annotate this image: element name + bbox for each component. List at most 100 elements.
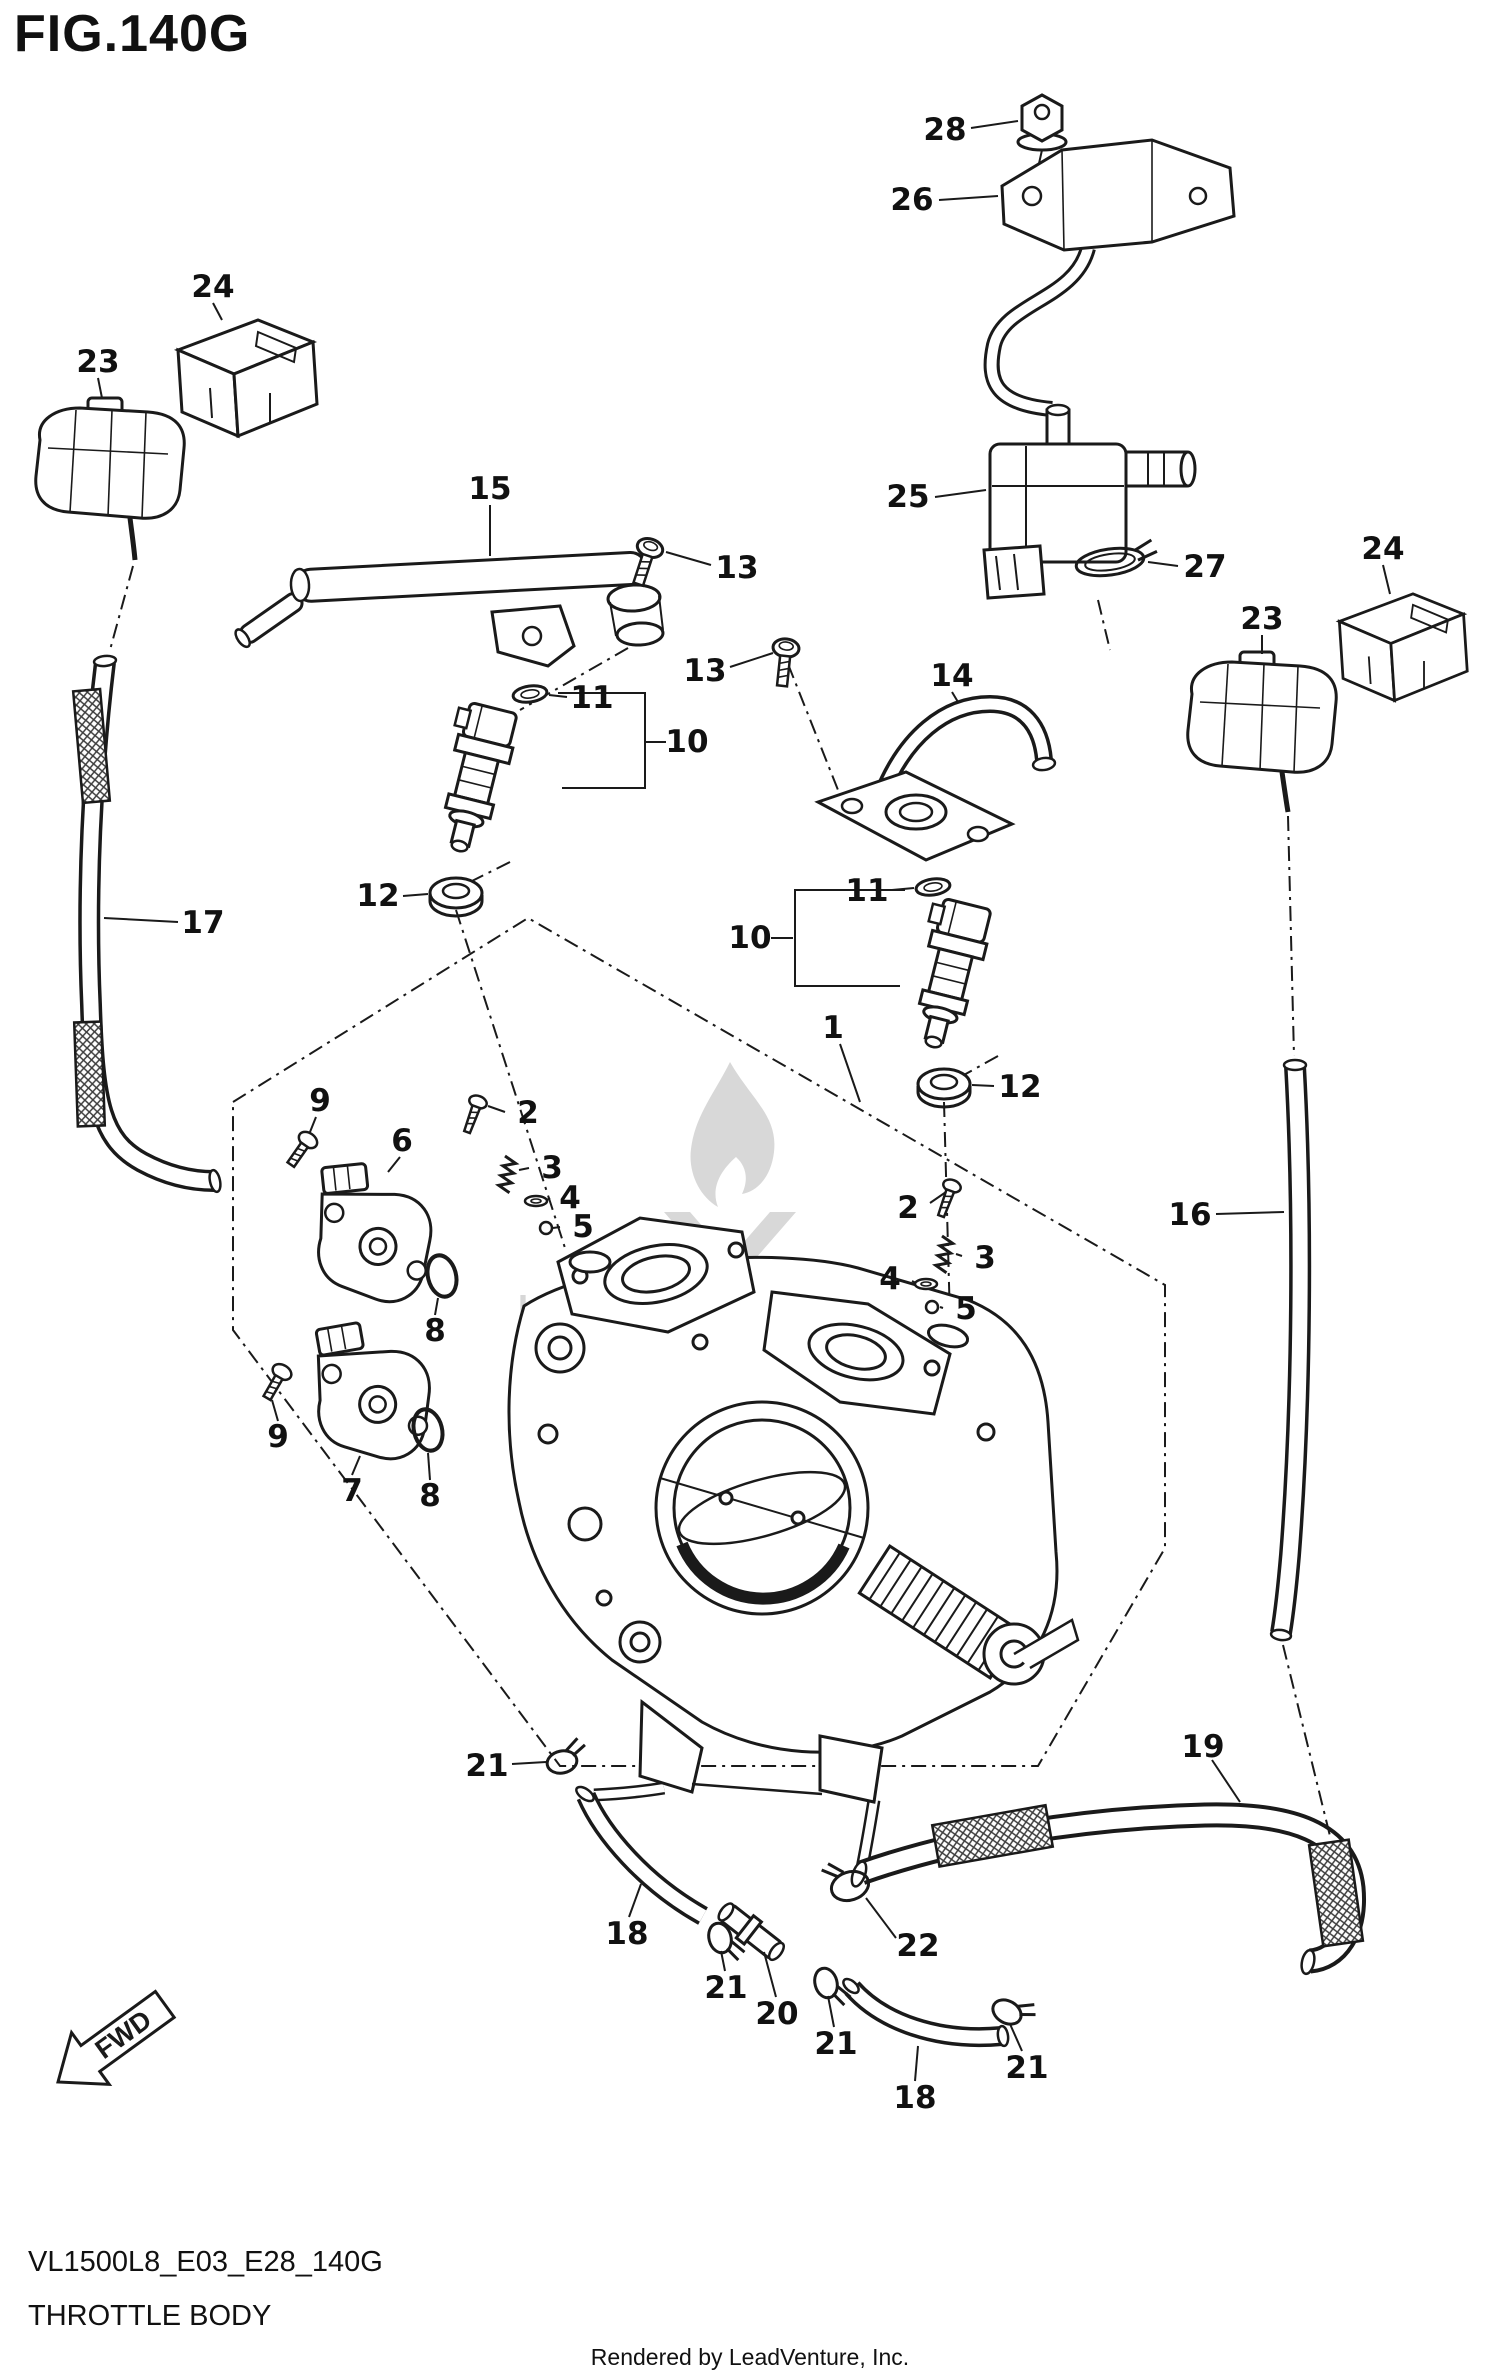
- callout-leader-4: [911, 1280, 917, 1284]
- part-code: VL1500L8_E03_E28_140G: [28, 2246, 383, 2278]
- callout-13: 13: [715, 550, 758, 586]
- callout-22: 22: [896, 1928, 939, 1964]
- callout-11: 11: [570, 680, 613, 716]
- callout-leader-22: [865, 1897, 897, 1939]
- callout-5: 5: [955, 1291, 977, 1327]
- render-credit: Rendered by LeadVenture, Inc.: [590, 2344, 910, 2370]
- callout-leader-3: [518, 1167, 530, 1171]
- callout-11: 11: [845, 873, 888, 909]
- part-2-screw-a: [457, 1092, 490, 1137]
- callout-leader-27: [1147, 561, 1179, 567]
- figure-title: FIG.140G: [14, 5, 251, 63]
- part-27-clamp: [1074, 538, 1158, 578]
- callout-9: 9: [309, 1083, 331, 1119]
- callout-leader-13: [665, 551, 712, 566]
- callout-17: 17: [181, 905, 224, 941]
- part-24-cover-left: [176, 318, 319, 438]
- part-4-washer-b: [913, 1277, 939, 1291]
- part-3-spring-a: [496, 1154, 519, 1195]
- assembly-boundary-dashed: [232, 916, 1166, 1767]
- part-15-fuel-rail: [234, 550, 665, 668]
- callout-leader-16: [1215, 1211, 1285, 1215]
- callout-16: 16: [1168, 1197, 1211, 1233]
- part-26-bracket: [1000, 138, 1236, 252]
- callout-18: 18: [893, 2080, 936, 2116]
- part-19-hose: [850, 1802, 1366, 1976]
- callout-leader-20: [763, 1951, 777, 1998]
- callout-19: 19: [1181, 1729, 1224, 1765]
- callout-12: 12: [998, 1069, 1041, 1105]
- part-25-solenoid-valve: [982, 403, 1197, 600]
- callout-leader-17: [103, 917, 179, 923]
- part-20-joint: [717, 1902, 785, 1962]
- callout-leader-21: [827, 1995, 835, 2028]
- callout-leader-1: [839, 1043, 861, 1103]
- callout-leader-5: [552, 1226, 561, 1229]
- part-18-hose-b: [842, 1977, 1010, 2048]
- part-1-throttle-body: [507, 1216, 1080, 1804]
- callout-2: 2: [517, 1095, 539, 1131]
- callout-leader-25: [934, 489, 987, 498]
- callout-leader-9: [309, 1116, 317, 1133]
- part-23-sensor-left: [34, 396, 186, 520]
- callout-18: 18: [605, 1916, 648, 1952]
- callout-leader-21: [720, 1950, 726, 1972]
- callout-8: 8: [419, 1478, 441, 1514]
- callout-leader-19: [1211, 1759, 1241, 1803]
- callout-24: 24: [191, 269, 234, 305]
- callout-4: 4: [559, 1180, 581, 1216]
- fwd-arrow: FWD: [56, 1989, 177, 2087]
- callout-23: 23: [1240, 601, 1283, 637]
- callout-1: 1: [822, 1010, 844, 1046]
- part-13-screw-b: [767, 636, 802, 689]
- callout-9: 9: [267, 1419, 289, 1455]
- part-9-screw-b: [257, 1359, 296, 1405]
- callout-6: 6: [391, 1123, 413, 1159]
- callout-leader-2: [487, 1105, 506, 1113]
- callout-3: 3: [974, 1240, 996, 1276]
- callout-leader-11: [891, 887, 915, 891]
- callout-21: 21: [814, 2026, 857, 2062]
- part-8-oring-a: [421, 1250, 463, 1302]
- part-21-clamp-a: [541, 1735, 592, 1778]
- callout-leader-6: [387, 1156, 401, 1173]
- callout-leader-23: [97, 377, 103, 399]
- callout-leader-8: [434, 1297, 439, 1316]
- part-6-sensor: [308, 1155, 440, 1311]
- callout-4: 4: [879, 1261, 901, 1297]
- part-10-injector-front: [423, 698, 523, 860]
- part-16-hose: [1269, 1058, 1312, 1642]
- callout-leader-2: [929, 1191, 947, 1204]
- callout-leader-12: [971, 1084, 995, 1087]
- callout-leader-21: [511, 1761, 547, 1765]
- callout-leader-21: [1009, 2023, 1023, 2052]
- callout-21: 21: [1005, 2050, 1048, 2086]
- callout-leader-3: [955, 1253, 963, 1257]
- part-14-fuel-pipe: [814, 694, 1057, 862]
- callout-15: 15: [468, 471, 511, 507]
- hoses: [71, 245, 1366, 2048]
- callout-leader-14: [951, 691, 959, 703]
- callout-26: 26: [890, 182, 933, 218]
- callout-leader-26: [938, 195, 999, 201]
- callout-leader-28: [970, 120, 1019, 129]
- callout-7: 7: [341, 1473, 363, 1509]
- connector-wire-right: [1279, 771, 1291, 813]
- callout-leader-24: [212, 302, 223, 321]
- solenoid-hose: [983, 245, 1096, 417]
- callout-12: 12: [356, 878, 399, 914]
- part-11-oring-rear: [913, 875, 953, 899]
- callout-20: 20: [755, 1996, 798, 2032]
- callout-leader-24: [1382, 564, 1391, 595]
- part-23-sensor-right: [1186, 650, 1338, 774]
- callout-5: 5: [572, 1209, 594, 1245]
- callout-24: 24: [1361, 531, 1404, 567]
- part-11-oring-front: [510, 682, 550, 706]
- part-9-screw-a: [281, 1127, 322, 1172]
- callout-28: 28: [923, 112, 966, 148]
- connector-wire-left: [127, 517, 138, 561]
- callout-8: 8: [424, 1313, 446, 1349]
- callout-leader-13: [729, 652, 774, 668]
